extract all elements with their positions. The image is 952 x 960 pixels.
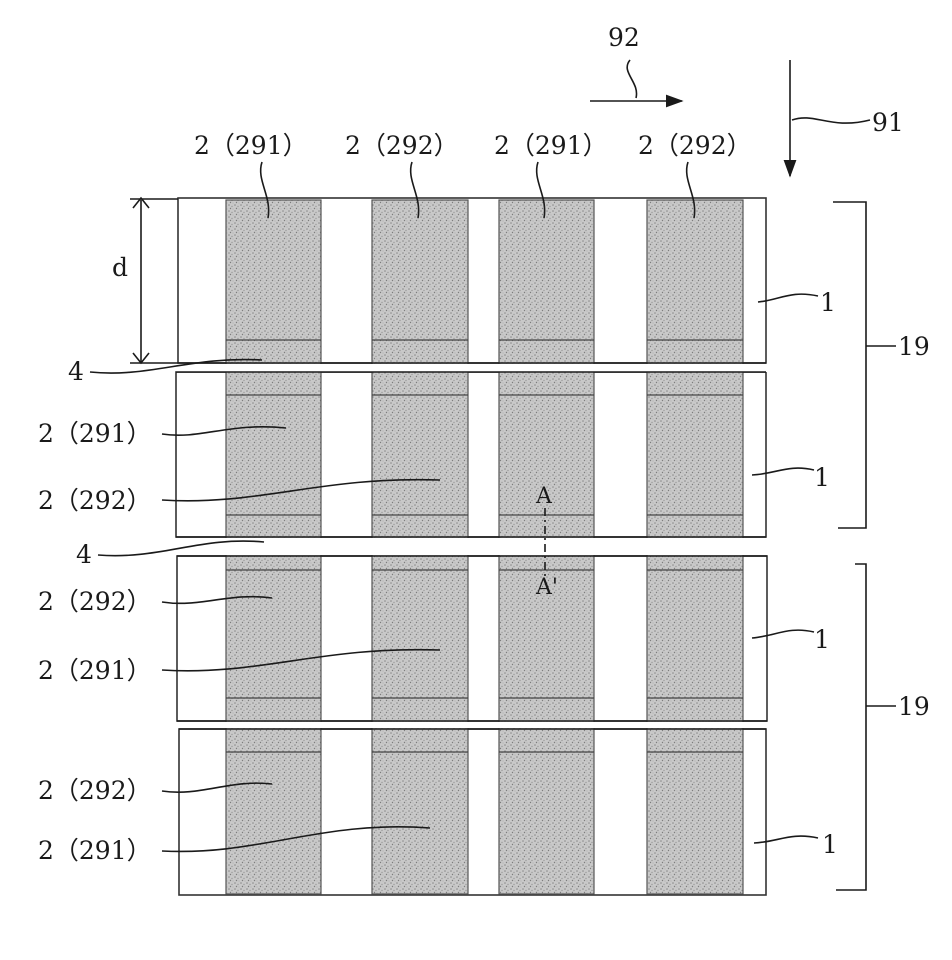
group-bracket-1 <box>833 202 866 528</box>
top-label-4: 2（292） <box>638 131 752 160</box>
leader-92 <box>627 60 636 98</box>
group-bracket-2 <box>836 564 866 890</box>
unit-label-2: 1 <box>814 463 830 492</box>
label-gap-4-middle: 4 <box>76 540 92 569</box>
label-gap-4-upper: 4 <box>68 357 84 386</box>
top-label-1: 2（291） <box>194 131 308 160</box>
gap-4-middle <box>176 538 768 555</box>
unit-label-3: 1 <box>814 625 830 654</box>
label-92: 92 <box>608 23 640 52</box>
group-label-1: 19 <box>898 332 930 361</box>
gap-4-lower <box>176 722 768 728</box>
leader-91 <box>792 118 870 123</box>
gap-4-upper <box>176 364 768 372</box>
group-label-2: 19 <box>898 692 930 721</box>
left-label-2: 2（292） <box>38 486 152 515</box>
left-label-1: 2（291） <box>38 419 152 448</box>
section-label-a-prime: A' <box>535 575 558 600</box>
section-label-a: A <box>535 484 553 509</box>
label-91: 91 <box>872 108 904 137</box>
left-label-6: 2（291） <box>38 836 152 865</box>
unit-label-1: 1 <box>820 288 836 317</box>
unit-label-4: 1 <box>822 830 838 859</box>
top-label-2: 2（292） <box>345 131 459 160</box>
label-d: d <box>112 253 128 282</box>
top-label-3: 2（291） <box>494 131 608 160</box>
unit-leader-1 <box>758 294 818 302</box>
left-label-3: 2（292） <box>38 587 152 616</box>
left-label-5: 2（292） <box>38 776 152 805</box>
left-label-4: 2（291） <box>38 656 152 685</box>
